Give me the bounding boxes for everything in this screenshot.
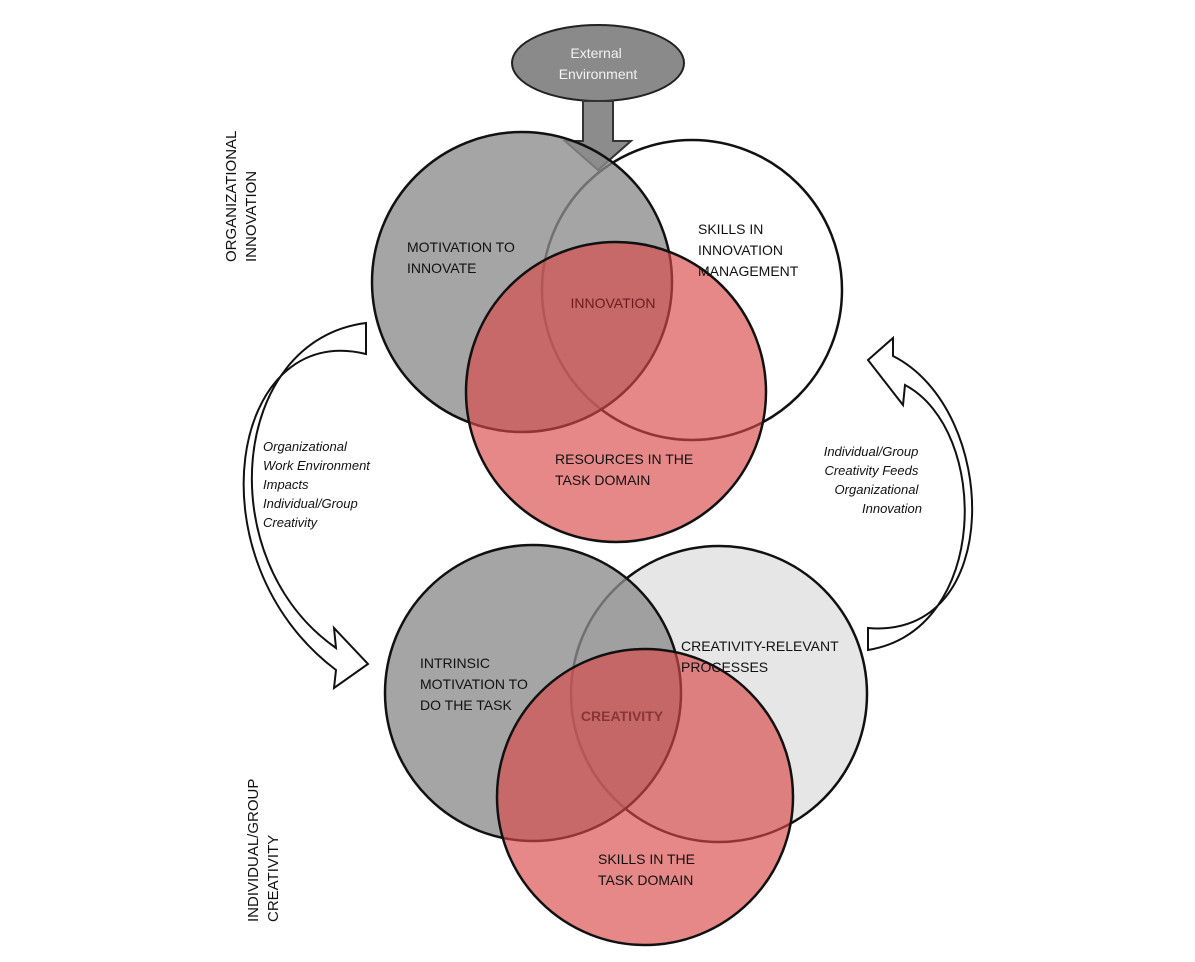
creativity-center-label: CREATIVITY	[581, 708, 664, 724]
intrinsic-motivation-label: INTRINSIC MOTIVATION TO DO THE TASK	[420, 655, 532, 713]
external-environment-node	[511, 24, 685, 102]
circle-skills-task-domain	[495, 647, 795, 947]
arrow-right-caption: Individual/Group Creativity Feeds Organi…	[824, 444, 922, 516]
organizational-innovation-side-label: ORGANIZATIONAL INNOVATION	[223, 127, 260, 262]
skills-task-domain-label: SKILLS IN THE TASK DOMAIN	[598, 851, 699, 888]
creativity-relevant-processes-label: CREATIVITY-RELEVANT PROCESSES	[681, 638, 842, 675]
resources-task-domain-label: RESOURCES IN THE TASK DOMAIN	[555, 451, 697, 488]
circle-resources-task-domain	[464, 240, 768, 544]
external-environment-label: External Environment	[559, 45, 638, 82]
skills-innovation-management-label: SKILLS IN INNOVATION MANAGEMENT	[698, 221, 799, 279]
right-curved-arrow-icon	[866, 335, 974, 652]
arrow-left-caption: Organizational Work Environment Impacts …	[263, 439, 374, 530]
motivation-to-innovate-label: MOTIVATION TO INNOVATE	[407, 239, 519, 276]
left-curved-arrow-icon	[242, 321, 370, 691]
innovation-center-label: INNOVATION	[570, 295, 655, 311]
individual-group-creativity-side-label: INDIVIDUAL/GROUP CREATIVITY	[245, 775, 282, 922]
